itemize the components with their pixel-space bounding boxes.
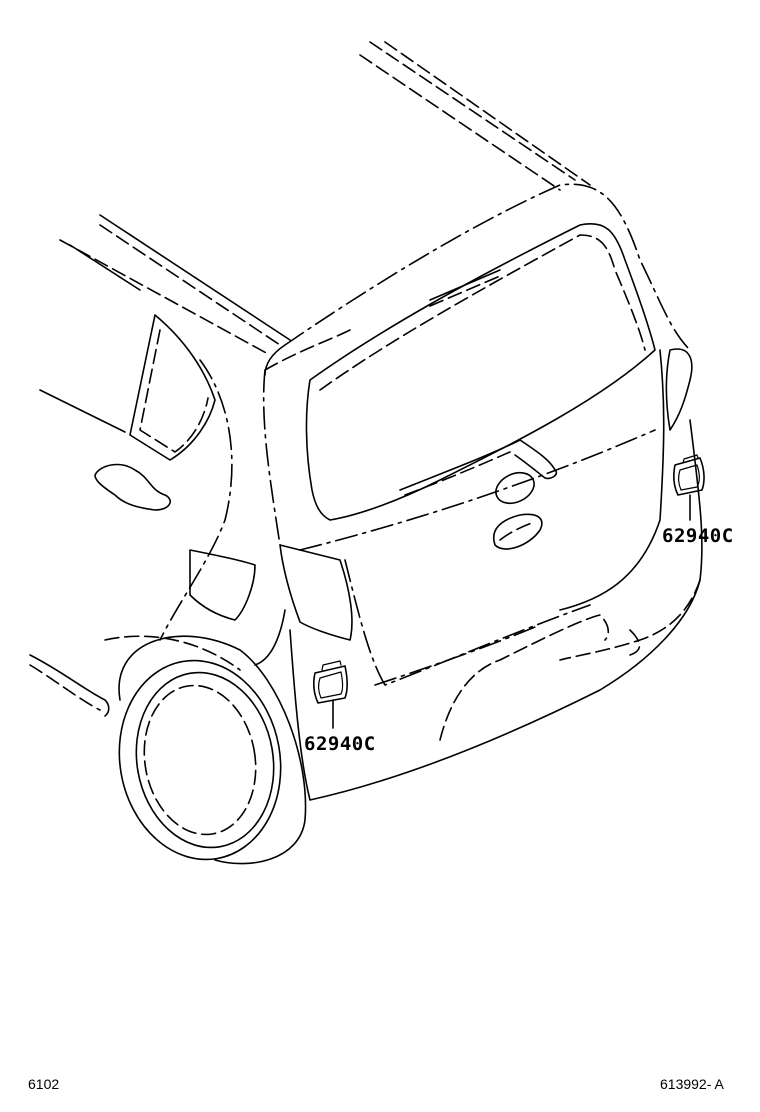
tail-lamps (279, 348, 693, 641)
roof-rails (59, 41, 591, 356)
rear-wiper (399, 439, 558, 496)
part-label-right[interactable]: 62940C (662, 525, 734, 547)
rear-hatch (262, 183, 691, 686)
emblem-and-handle (493, 471, 543, 550)
rear-bumper (289, 419, 703, 801)
reflector-left (312, 660, 349, 729)
part-label-left[interactable]: 62940C (304, 733, 376, 755)
reflector-right (672, 454, 705, 521)
side-body (29, 314, 286, 717)
footer-left-code: 6102 (28, 1076, 60, 1092)
footer-right-code: 613992- A (660, 1076, 724, 1092)
rear-wheel (118, 635, 307, 865)
